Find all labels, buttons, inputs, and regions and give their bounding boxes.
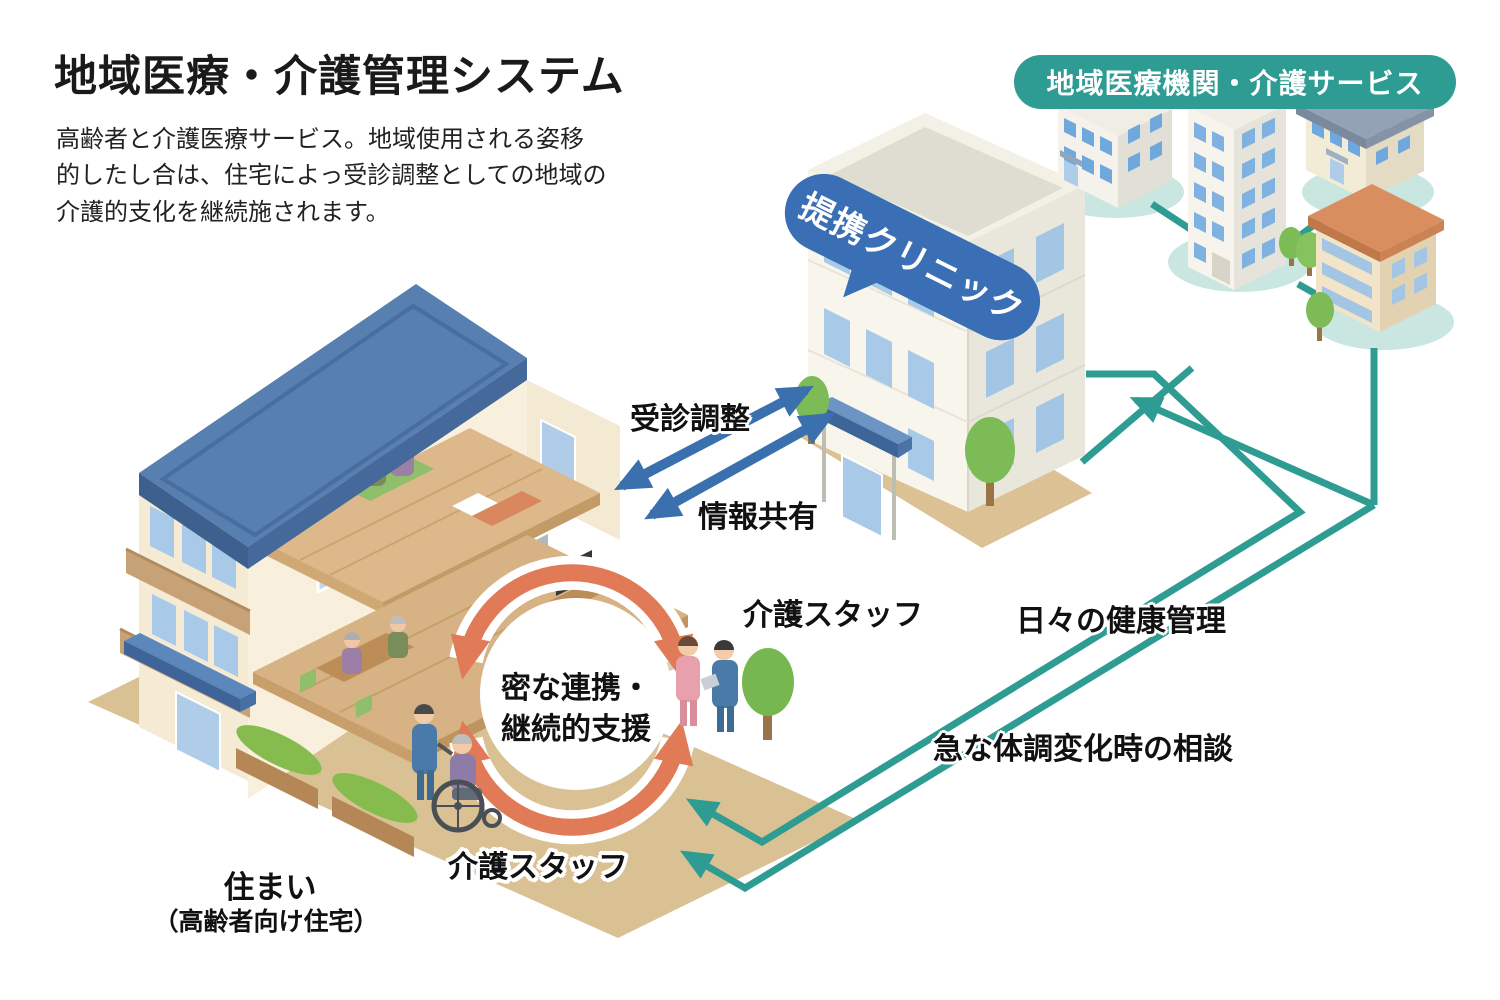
sudden-change-label: 急な体調変化時の相談	[933, 733, 1233, 766]
cycle-line1: 密な連携・	[501, 672, 651, 705]
visit-coordination-label: 受診調整	[630, 403, 750, 436]
network-header-badge: 地域医療機関・介護サービス	[1014, 55, 1456, 109]
facade-windows	[150, 506, 238, 677]
care-staff-figures	[676, 636, 738, 732]
page-title: 地域医療・介護管理システム	[54, 53, 625, 101]
description-line3: 介護的支化を継続施されます。	[56, 198, 390, 226]
wheelchair-figures	[412, 704, 502, 833]
cycle-line2: 継続的支援	[501, 713, 651, 747]
daily-health-path	[685, 370, 1306, 847]
description-line1: 高齢者と介護医療サービス。地域使用される姿移	[56, 126, 584, 153]
consult-to-house-path	[679, 502, 1376, 893]
info-sharing-arrow	[644, 412, 836, 520]
cooperation-cycle-label: 密な連携・ 継続的支援	[501, 668, 651, 751]
garden-tree	[742, 648, 794, 740]
network-header-label: 地域医療機関・介護サービス	[1046, 68, 1424, 99]
page-description: 高齢者と介護医療サービス。地域使用される姿移 的したし合は、住宅によっ受診調整と…	[56, 122, 607, 231]
house-sublabel: （高齢者向け住宅）	[153, 908, 379, 936]
blue-flow-arrows	[614, 385, 836, 520]
cooperation-cycle	[449, 555, 695, 845]
care-staff-top-label: 介護スタッフ	[743, 599, 923, 632]
daily-health-label: 日々の健康管理	[1016, 605, 1226, 638]
seated-elderly	[342, 616, 408, 674]
house-roof	[139, 284, 527, 569]
apartment-building-icon	[1306, 184, 1444, 341]
clinic-building: 提携クリニック	[784, 113, 1086, 540]
care-staff-bottom-label: 介護スタッフ	[448, 851, 628, 884]
house-building	[119, 284, 689, 857]
teal-flow-arrows	[679, 370, 1376, 893]
consult-to-clinic-path	[1129, 396, 1376, 509]
clinic-entrance	[818, 397, 912, 540]
house-label: 住まい	[223, 870, 317, 905]
description-line2: 的したし合は、住宅によっ受診調整としての地域の	[56, 162, 607, 190]
info-sharing-label: 情報共有	[698, 501, 818, 534]
